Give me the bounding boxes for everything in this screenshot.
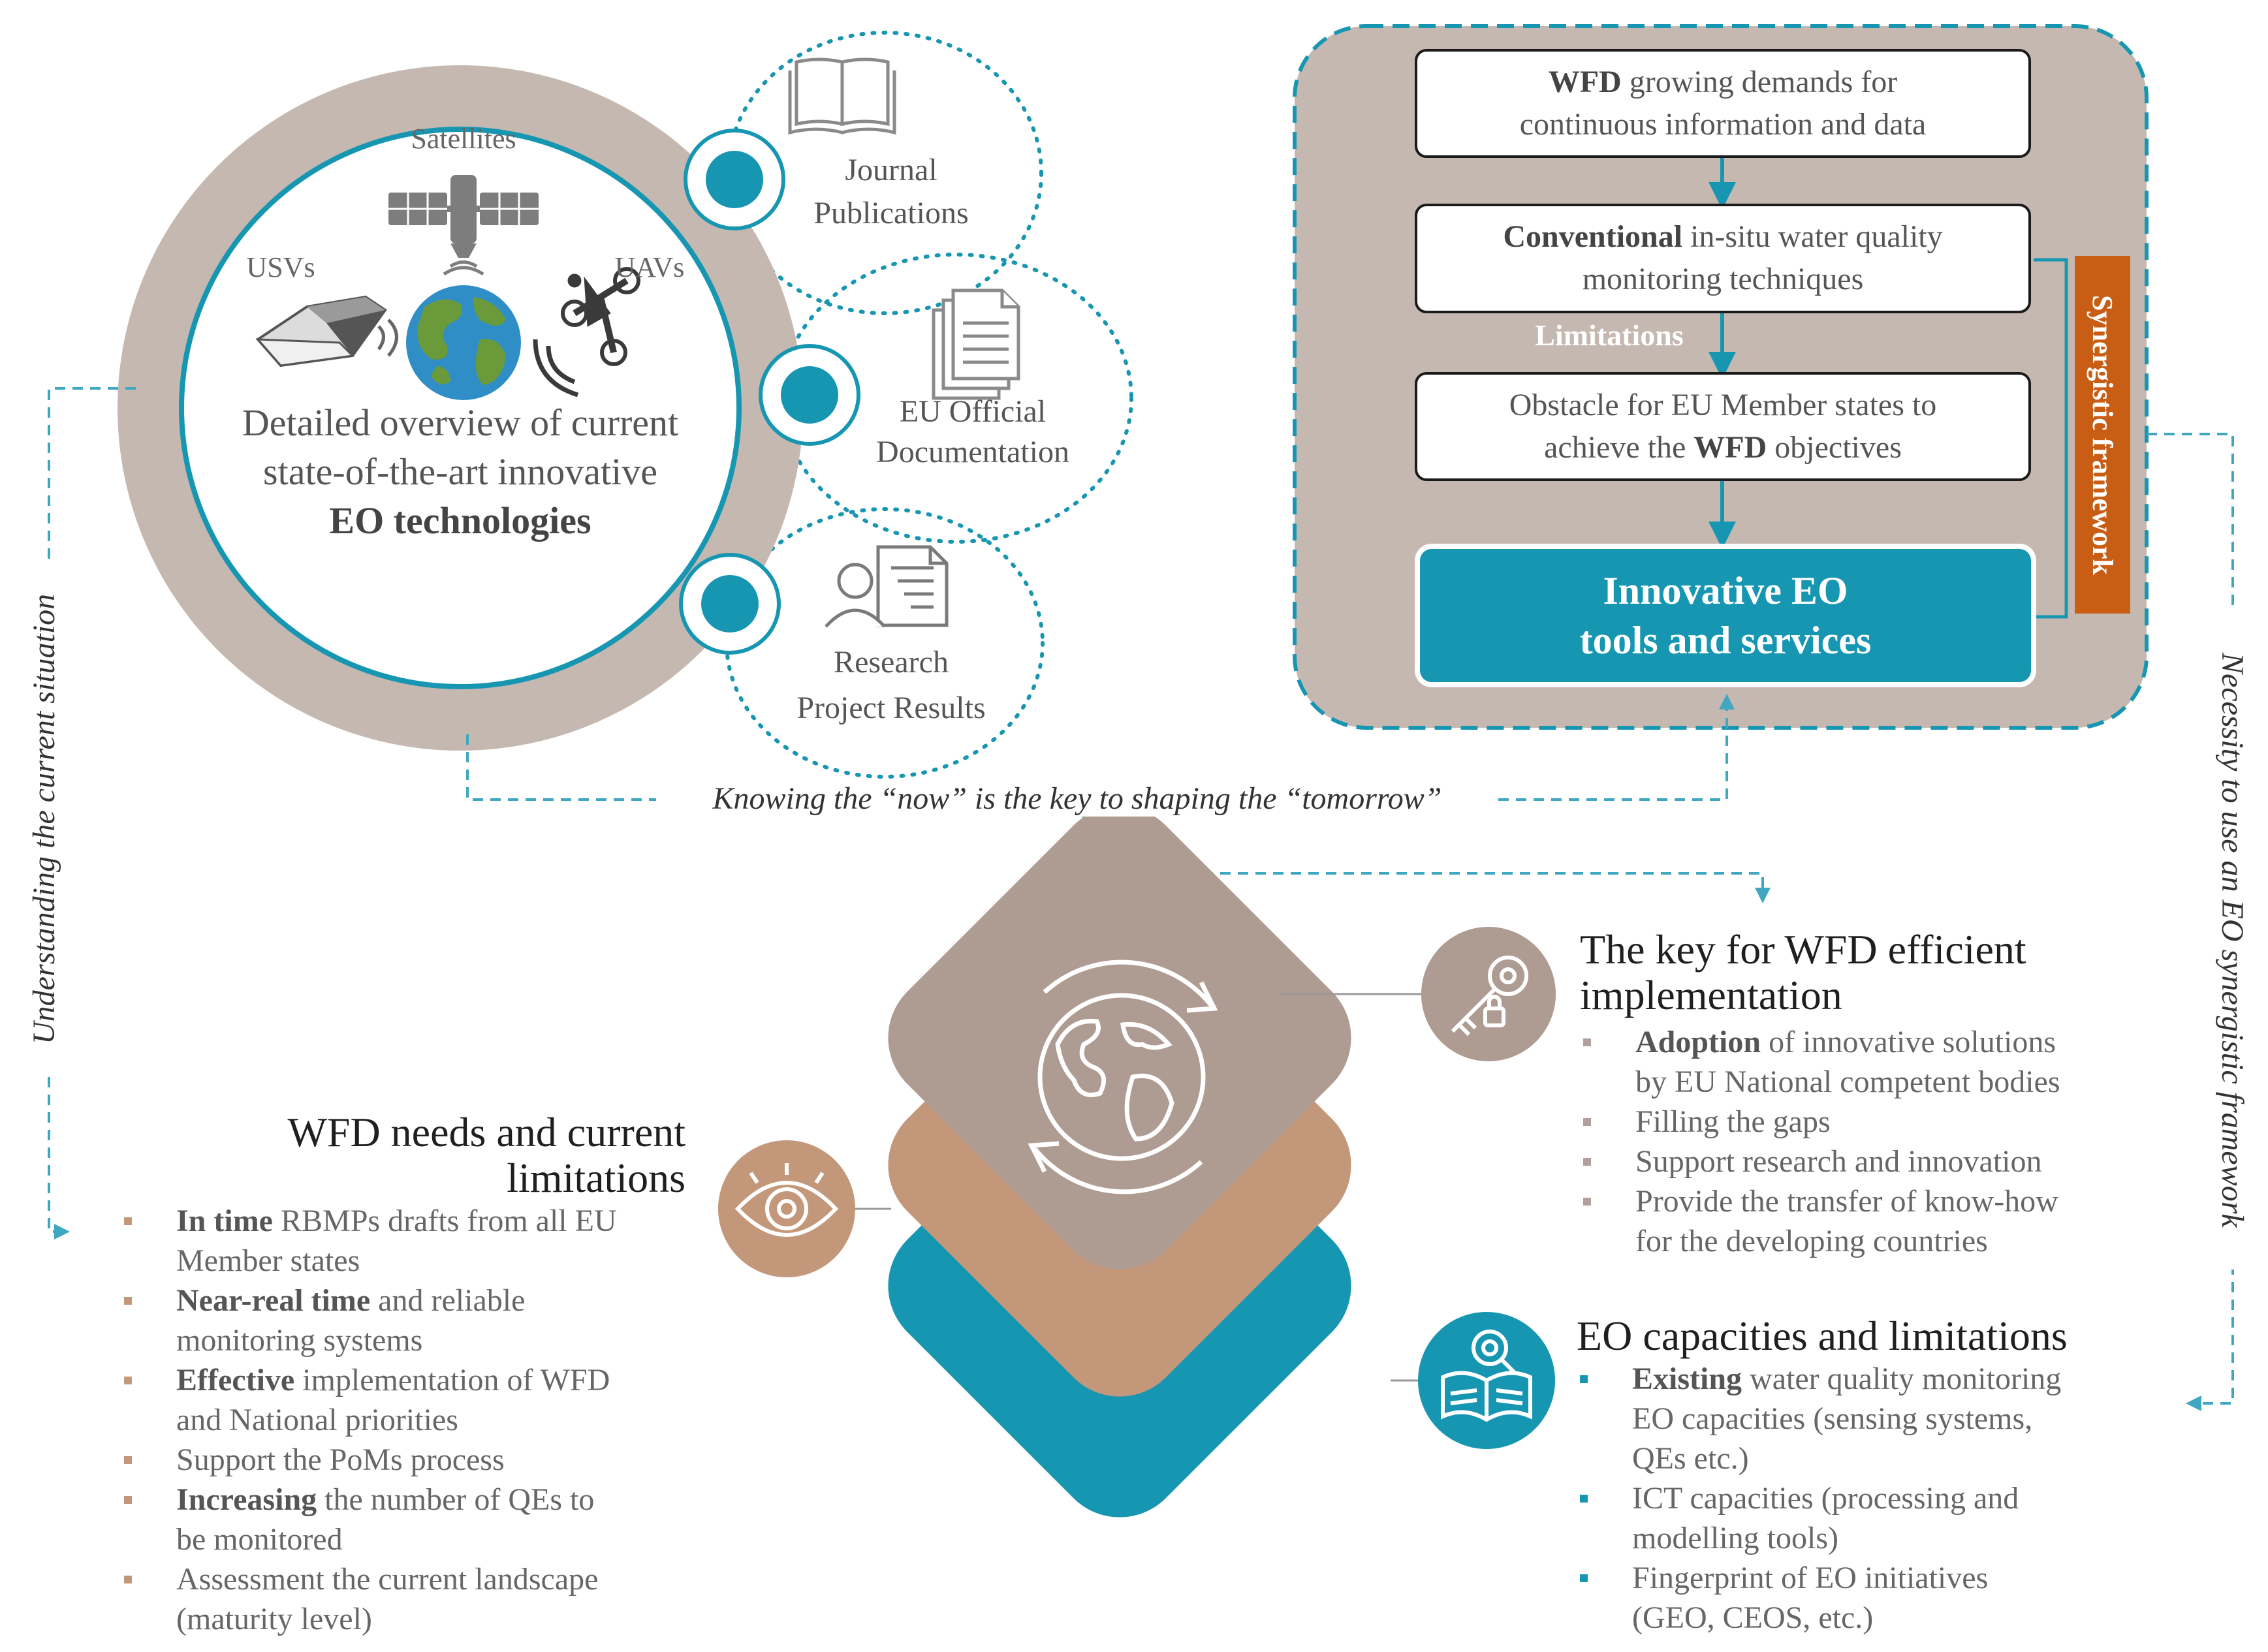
research-ellipse [725,507,1045,779]
uavs-label: UAVs [614,251,685,283]
usvs-label: USVs [246,251,315,283]
overview-inner [179,127,742,689]
usv-icon [255,295,398,367]
knowing-caption: Knowing the “now” is the key to shaping … [656,781,1498,817]
documents-icon [932,288,1020,400]
key-icon [1421,927,1556,1061]
synergistic-bar [2075,256,2130,614]
reading-icon [1418,1312,1555,1449]
right-vertical-caption: Necessity to use an EO synergistic frame… [2214,610,2250,1270]
list-item: Support the PoMs process [124,1440,712,1480]
list-item: Fingerprint of EO initiatives(GEO, CEOS,… [1580,1558,2200,1638]
drone-icon [533,267,640,397]
synergy-bracket [2034,258,2068,619]
researcher-icon [825,545,949,628]
eye-icon [718,1140,855,1277]
book-icon [788,57,896,135]
layer-stack [888,806,1351,1518]
globe-cycle-icon [1028,959,1218,1194]
list-item: Support research and innovation [1583,1142,2203,1181]
left-vertical-caption: Understanding the current situation [26,561,62,1077]
connector-dot-journal [684,129,785,230]
synergistic-label: Synergistic framework [2087,294,2118,575]
list-item: Filling the gaps [1583,1102,2203,1142]
earth-icon [406,285,521,400]
connector-dot-research [679,553,781,655]
limitations-label: Limitations [1535,319,1684,352]
overview-title: Detailed overview of current state-of-th… [242,401,679,542]
connector-dot-eu-docs [759,344,860,446]
satellites-label: Satellites [411,123,516,155]
list-item: Assessment the current landscape(maturit… [124,1559,712,1639]
satellite-icon [388,175,539,276]
eo-section-title: EO capacities and limitations [1577,1313,2068,1359]
